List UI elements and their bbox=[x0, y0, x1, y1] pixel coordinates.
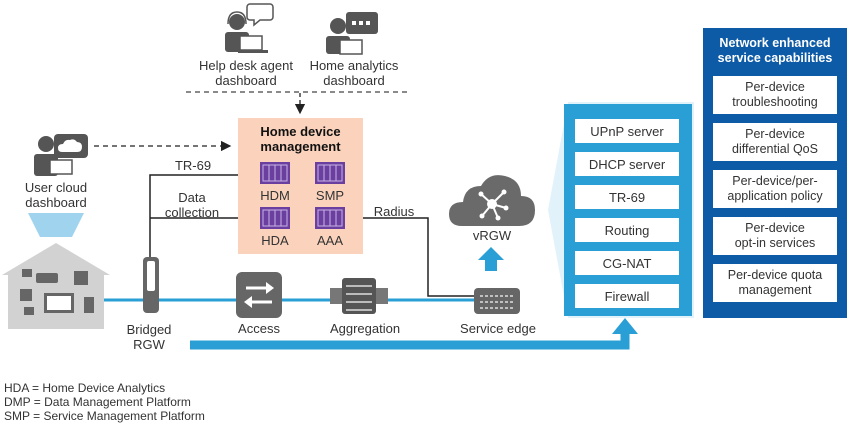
tr69-label: TR-69 bbox=[174, 158, 212, 173]
service-edge-icon bbox=[474, 288, 520, 314]
return-arrow-head bbox=[612, 318, 638, 334]
legend-smp: SMP = Service Management Platform bbox=[4, 409, 205, 423]
stack-firewall: Firewall bbox=[574, 283, 680, 309]
bridged-rgw-label: Bridged RGW bbox=[126, 322, 172, 352]
stack-dhcp-server: DHCP server bbox=[574, 151, 680, 177]
home-analytics-label: Home analytics dashboard bbox=[309, 58, 399, 88]
aggregation-icon bbox=[330, 278, 388, 314]
service-edge-up-arrow bbox=[478, 247, 504, 260]
user-cloud-label: User cloud dashboard bbox=[24, 180, 88, 210]
capability-application-policy: Per-device/per- application policy bbox=[713, 170, 837, 208]
home-analytics-icon bbox=[326, 12, 378, 55]
help-desk-agent-label: Help desk agent dashboard bbox=[199, 58, 293, 88]
funnel-icon bbox=[28, 213, 84, 237]
aaa-module-icon bbox=[315, 207, 345, 229]
access-switch-icon bbox=[236, 272, 282, 318]
home-device-management-panel bbox=[238, 118, 363, 254]
tr69-line bbox=[149, 174, 260, 258]
legend-dmp: DMP = Data Management Platform bbox=[4, 395, 191, 409]
capability-troubleshooting: Per-device troubleshooting bbox=[713, 76, 837, 114]
hda-module-label: HDA bbox=[261, 233, 289, 248]
legend-hda: HDA = Home Device Analytics bbox=[4, 381, 166, 395]
capabilities-title: Network enhanced service capabilities bbox=[717, 36, 833, 65]
vrgw-cloud-icon bbox=[449, 175, 535, 226]
hda-module-icon bbox=[260, 207, 290, 229]
capability-opt-in-services: Per-device opt-in services bbox=[713, 217, 837, 255]
hdm-title: Home device management bbox=[260, 124, 341, 154]
bridged-rgw-icon bbox=[143, 257, 159, 313]
user-cloud-icon bbox=[34, 134, 88, 176]
hdm-module-icon bbox=[260, 162, 290, 184]
aggregation-label: Aggregation bbox=[329, 321, 401, 336]
smp-module-icon bbox=[315, 162, 345, 184]
aaa-module-label: AAA bbox=[316, 233, 343, 248]
data-collection-label: Data collection bbox=[164, 190, 220, 220]
stack-tr69: TR-69 bbox=[574, 184, 680, 210]
vrgw-label: vRGW bbox=[472, 228, 512, 243]
radius-label: Radius bbox=[373, 204, 415, 219]
access-label: Access bbox=[238, 321, 280, 336]
hdm-module-label: HDM bbox=[260, 188, 290, 203]
help-desk-agent-icon bbox=[225, 3, 274, 53]
return-arrow bbox=[190, 332, 630, 350]
radius-line bbox=[344, 217, 476, 297]
stack-cg-nat: CG-NAT bbox=[574, 250, 680, 276]
smp-module-label: SMP bbox=[315, 188, 345, 203]
home-icon bbox=[2, 213, 110, 329]
stack-routing: Routing bbox=[574, 217, 680, 243]
stack-upnp-server: UPnP server bbox=[574, 118, 680, 144]
capability-differential-qos: Per-device differential QoS bbox=[713, 123, 837, 161]
capabilities-panel: Network enhanced service capabilities Pe… bbox=[703, 28, 847, 318]
service-edge-label: Service edge bbox=[460, 321, 536, 336]
capability-quota-management: Per-device quota management bbox=[713, 264, 837, 302]
